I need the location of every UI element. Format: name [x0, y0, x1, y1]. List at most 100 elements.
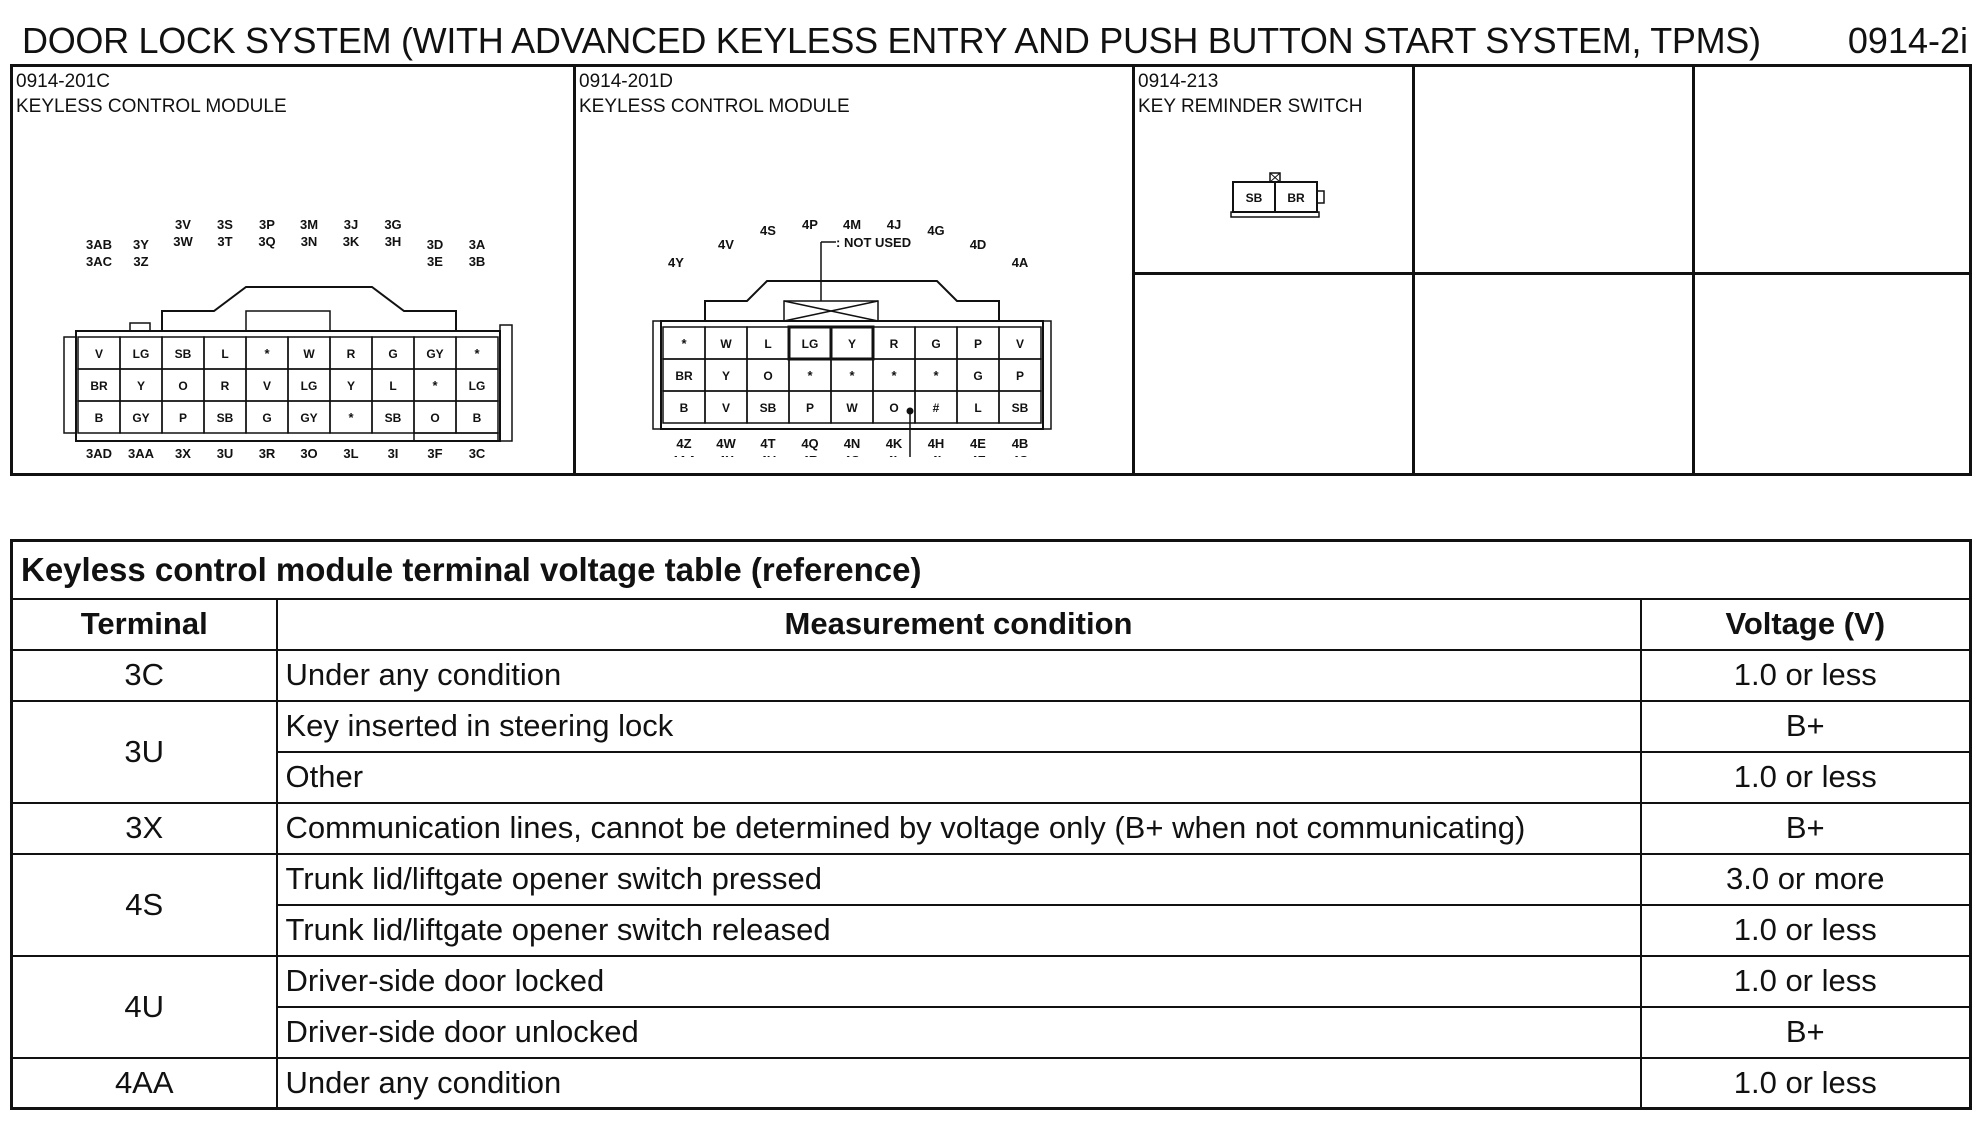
table-row: 3U Key inserted in steering lock B+ — [10, 699, 1972, 804]
terminal-label: 3M — [300, 217, 318, 232]
connector-key — [1269, 172, 1281, 183]
condition-cell: Driver-side door unlocked — [275, 1005, 1642, 1059]
pin-color-label: O — [178, 379, 187, 393]
terminal-label: 3O — [300, 446, 317, 461]
connector-name: KEY REMINDER SWITCH — [1138, 96, 1363, 117]
pin-color-label: L — [974, 401, 981, 415]
table-row: Other 1.0 or less — [12, 750, 1972, 804]
terminal-label: 4J — [887, 217, 901, 232]
condition-cell: Key inserted in steering lock — [275, 699, 1642, 753]
pin-color-label: LG — [469, 379, 486, 393]
connector-213-label: 0914-213 KEY REMINDER SWITCH — [1138, 69, 1363, 119]
pin-color-label: W — [303, 347, 315, 361]
pin-color-label: O — [889, 401, 898, 415]
terminal-label: 3I — [388, 446, 399, 461]
terminal-label: 3W — [173, 234, 193, 249]
table-row: 4AA Under any condition 1.0 or less — [10, 1056, 1972, 1110]
pin-color-label: SB — [760, 401, 777, 415]
terminal-label: 3AA — [128, 446, 155, 461]
connector-201c-label: 0914-201C KEYLESS CONTROL MODULE — [16, 69, 287, 119]
connector-key-cross — [1269, 172, 1281, 183]
terminal-label: 4K — [886, 436, 903, 451]
connector-code: 0914-213 — [1138, 71, 1219, 92]
pin-color-label: Y — [722, 369, 730, 383]
terminal-label: 3C — [469, 446, 486, 461]
condition-cell: Trunk lid/liftgate opener switch pressed — [275, 852, 1642, 906]
connector-code: 0914-201C — [16, 71, 111, 92]
terminal-label: 3P — [259, 217, 275, 232]
pin-color-label: * — [432, 378, 438, 393]
pin-color-label: V — [263, 379, 271, 393]
connector-side-tab — [1042, 320, 1052, 430]
pin-color-label: LG — [301, 379, 318, 393]
voltage-cell: 1.0 or less — [1639, 648, 1972, 702]
pin-color-label: * — [264, 346, 270, 361]
connector-name: KEYLESS CONTROL MODULE — [579, 96, 850, 117]
connector-key — [245, 310, 331, 332]
terminal-cell: 3X — [10, 801, 278, 855]
pin-color-label: R — [221, 379, 230, 393]
terminal-label: 4AA — [671, 453, 698, 457]
voltage-cell: 1.0 or less — [1639, 954, 1972, 1008]
table-row: 3X Communication lines, cannot be determ… — [10, 801, 1972, 855]
pin-color-label: GY — [426, 347, 443, 361]
divider-line — [1692, 67, 1695, 473]
pin-color-label: * — [849, 368, 855, 383]
terminal-label: 3V — [175, 217, 191, 232]
pin-color-label: GY — [300, 411, 317, 425]
column-header-voltage: Voltage (V) — [1639, 597, 1972, 651]
pin-color-label: * — [807, 368, 813, 383]
pin-color-label: * — [348, 410, 354, 425]
terminal-label: 3AB — [86, 237, 112, 252]
connector-name: KEYLESS CONTROL MODULE — [16, 96, 287, 117]
terminal-label: 4N — [844, 436, 861, 451]
terminal-label: 3R — [259, 446, 276, 461]
condition-cell: Communication lines, cannot be determine… — [275, 801, 1642, 855]
connector-code: 0914-201D — [579, 71, 674, 92]
pin-cell — [998, 390, 1042, 424]
terminal-label: 3L — [343, 446, 358, 461]
pin-color-label: B — [680, 401, 689, 415]
table-row: 3C Under any condition 1.0 or less — [10, 648, 1972, 702]
pin-color-label: SB — [385, 411, 402, 425]
terminal-label: 3B — [469, 254, 486, 269]
terminal-label: 4U — [760, 453, 777, 457]
terminal-label: 3AD — [86, 446, 112, 461]
pin-color-label: * — [681, 336, 687, 351]
terminal-label: 3X — [175, 446, 191, 461]
terminal-label: 4B — [1012, 436, 1029, 451]
terminal-label: 3Q — [258, 234, 275, 249]
divider-line — [1132, 67, 1135, 473]
connector-side-tab — [652, 320, 662, 430]
pin-color-label: B — [95, 411, 104, 425]
terminal-label: 4V — [718, 237, 734, 252]
pin-color-label: G — [388, 347, 397, 361]
terminal-label: 4M — [843, 217, 861, 232]
voltage-cell: B+ — [1639, 699, 1972, 753]
divider-line — [1412, 67, 1415, 473]
pin-color-label: G — [973, 369, 982, 383]
condition-cell: Trunk lid/liftgate opener switch release… — [275, 903, 1642, 957]
pin-color-label: P — [806, 401, 814, 415]
connector-hatch — [413, 432, 499, 442]
connector-latch — [129, 322, 151, 332]
terminal-label: 4Y — [668, 255, 684, 270]
pin-color-label: R — [347, 347, 356, 361]
pin-color-label: BR — [90, 379, 108, 393]
pin-color-label: SB — [1012, 401, 1029, 415]
terminal-label: 3K — [343, 234, 360, 249]
pin-color-label: G — [931, 337, 940, 351]
terminal-label: 4Z — [676, 436, 691, 451]
table-row: Trunk lid/liftgate opener switch release… — [12, 903, 1972, 957]
terminal-label: 4C — [1012, 453, 1029, 457]
condition-cell: Driver-side door locked — [275, 954, 1642, 1008]
terminal-cell: 4S — [10, 852, 278, 957]
pin-color-label: V — [95, 347, 103, 361]
terminal-cell: 3C — [10, 648, 278, 702]
page-title: DOOR LOCK SYSTEM (WITH ADVANCED KEYLESS … — [22, 20, 1761, 61]
divider-line — [1132, 272, 1969, 275]
terminal-label: 3J — [344, 217, 358, 232]
terminal-label: 3E — [427, 254, 443, 269]
